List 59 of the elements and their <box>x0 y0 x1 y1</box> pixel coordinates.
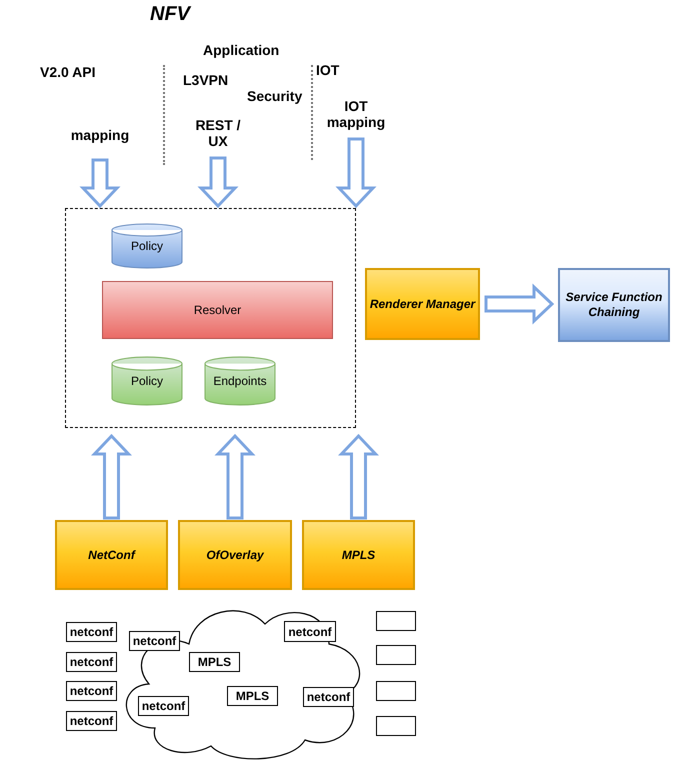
process-box <box>365 268 480 340</box>
block-arrow <box>214 434 256 520</box>
node-label: OfOverlay <box>206 548 264 562</box>
node-label: MPLS <box>198 655 232 669</box>
node-label: netconf <box>70 625 114 639</box>
label-text: V2.0 API <box>40 64 96 80</box>
empty-box <box>376 645 416 665</box>
process-box <box>102 281 333 339</box>
process-box <box>55 520 168 590</box>
block-arrow <box>484 284 554 324</box>
node-label: Renderer Manager <box>370 296 476 312</box>
label-box <box>66 681 117 701</box>
node-label: Endpoints <box>213 374 267 388</box>
label-box <box>303 687 354 707</box>
node-label: netconf <box>70 655 114 669</box>
process-box <box>558 268 670 342</box>
label-box <box>66 622 117 642</box>
heading-text: IOT mapping <box>326 98 386 130</box>
empty-box <box>376 716 416 736</box>
empty-box <box>376 681 416 701</box>
node-label: Policy <box>130 374 163 388</box>
database-cylinder <box>111 223 183 269</box>
node-label: NetConf <box>88 548 135 562</box>
heading-text: mapping <box>70 127 130 143</box>
node-label: netconf <box>132 634 176 648</box>
empty-box <box>376 611 416 631</box>
node-label: MPLS <box>342 548 376 562</box>
node-label: netconf <box>70 714 114 728</box>
process-box <box>178 520 292 590</box>
database-cylinder <box>204 356 276 406</box>
label-box <box>189 652 240 672</box>
label-box <box>284 621 336 642</box>
label-box <box>129 631 180 651</box>
dashed-boundary <box>65 208 356 428</box>
node-label: netconf <box>142 699 186 713</box>
block-arrow <box>338 434 379 520</box>
node-label: Policy <box>130 239 163 253</box>
process-box <box>302 520 415 590</box>
label-box <box>138 696 189 716</box>
label-text: Application <box>203 42 280 58</box>
node-label: netconf <box>288 624 332 638</box>
label-box <box>66 711 117 731</box>
heading-text: REST / UX <box>194 117 242 149</box>
block-arrow <box>198 156 238 208</box>
label-text: IOT <box>316 62 340 78</box>
block-arrow <box>91 434 132 520</box>
node-label: netconf <box>70 684 114 698</box>
database-cylinder <box>111 356 183 406</box>
title: NFV <box>150 2 190 26</box>
label-text: L3VPN <box>183 72 228 88</box>
node-label: Service Function Chaining <box>564 290 664 320</box>
block-arrow <box>336 138 376 208</box>
label-box <box>227 686 278 706</box>
node-label: MPLS <box>236 689 270 703</box>
node-label: netconf <box>306 690 350 704</box>
block-arrow <box>80 158 120 208</box>
label-box <box>66 652 117 672</box>
node-label: Resolver <box>194 303 242 317</box>
label-text: Security <box>247 88 302 104</box>
